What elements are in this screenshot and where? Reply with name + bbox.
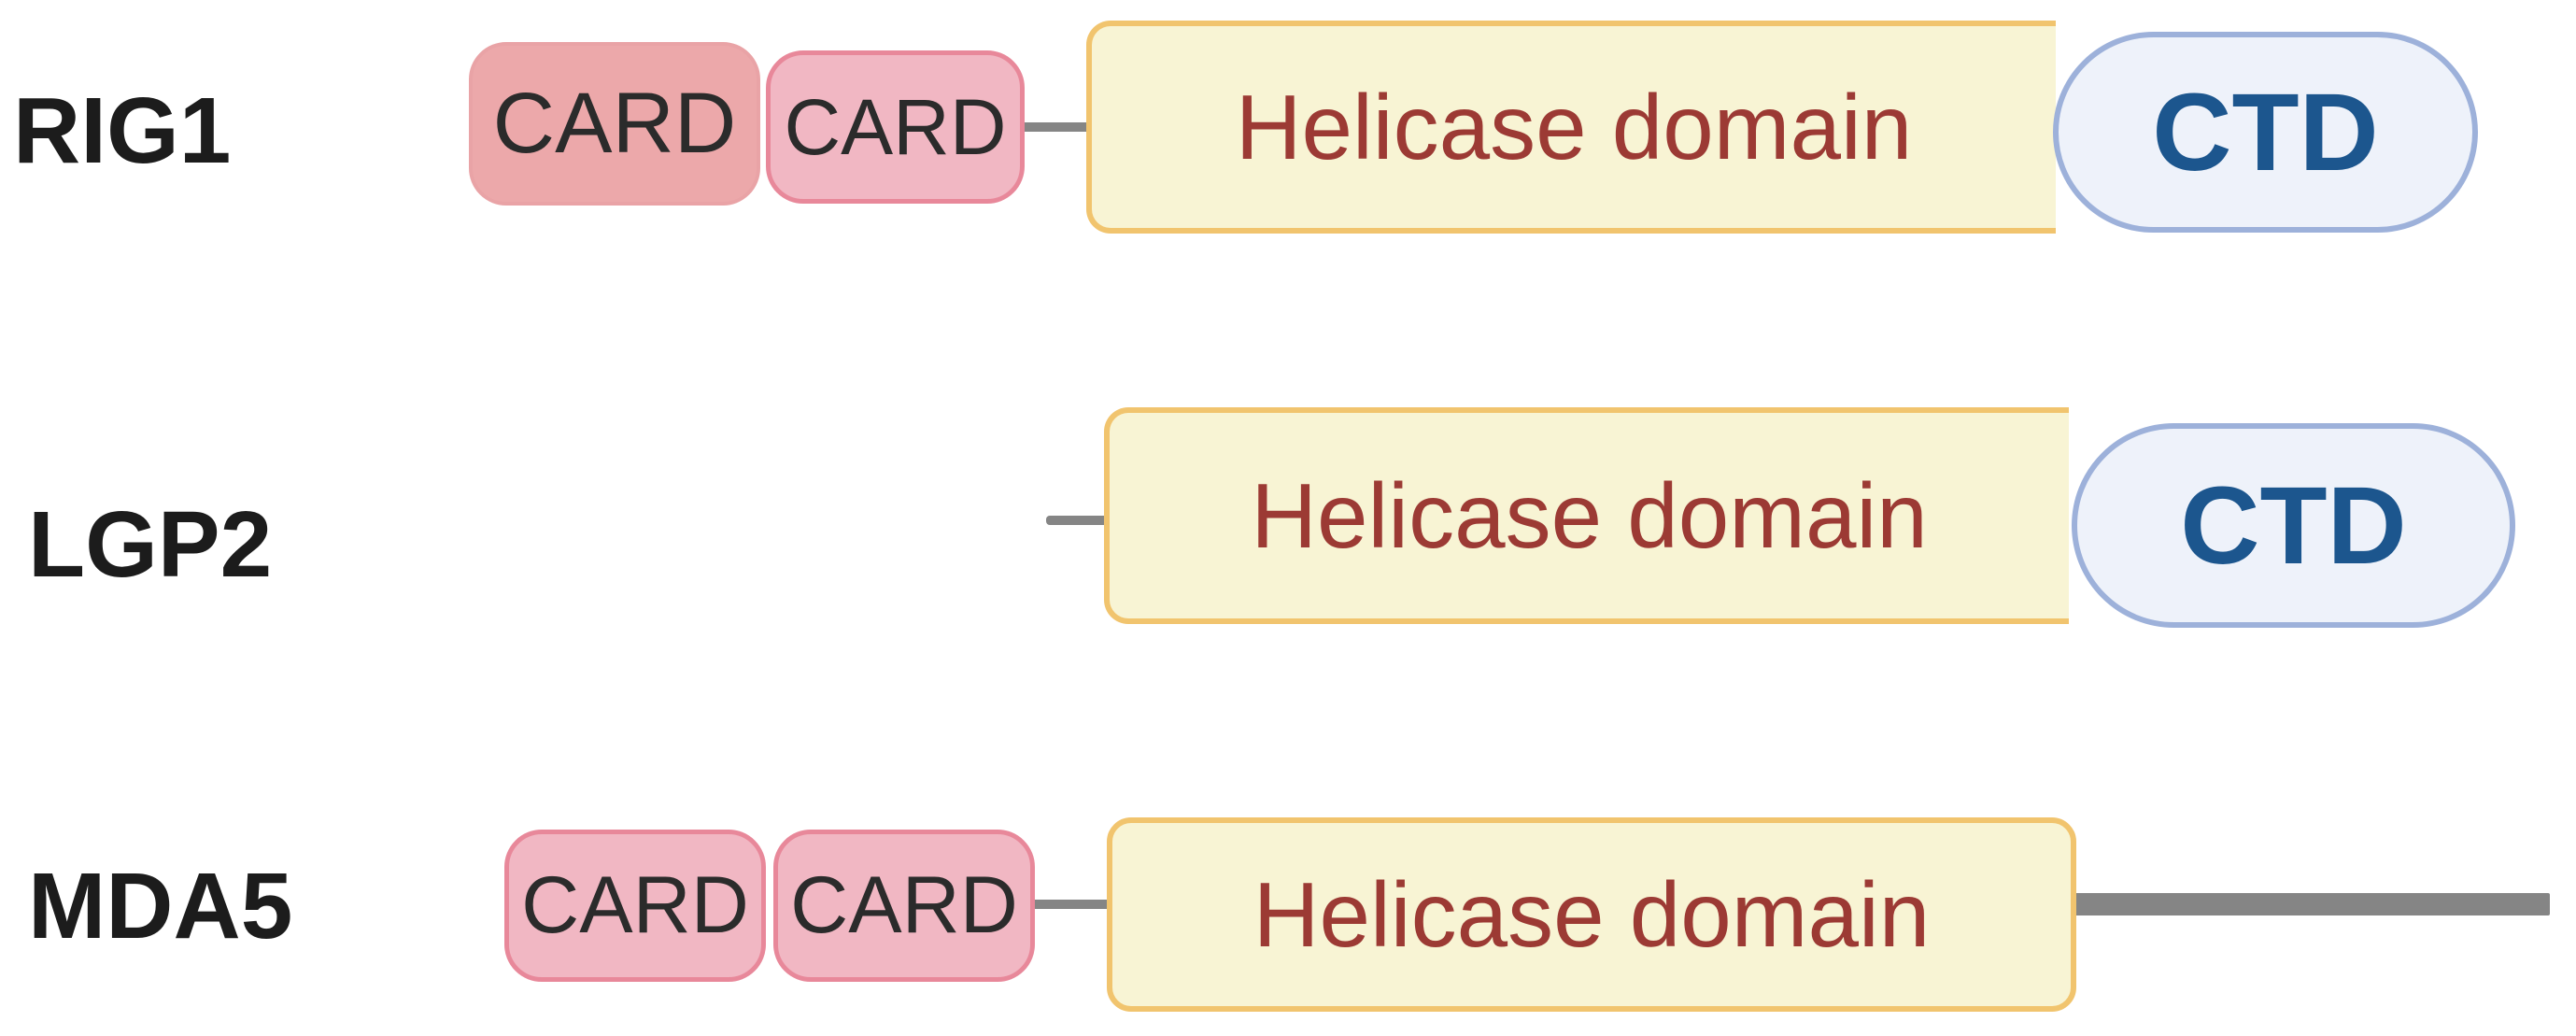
linker-lgp2-nterm	[1046, 516, 1111, 525]
card-domain-mda5-2: CARD	[773, 830, 1035, 982]
card-domain-rig1-2: CARD	[766, 50, 1025, 204]
protein-label-mda5: MDA5	[28, 854, 293, 958]
helicase-domain-lgp2: Helicase domain	[1104, 407, 2069, 624]
ctd-domain-lgp2: CTD	[2072, 423, 2515, 628]
ctd-domain-rig1: CTD	[2053, 32, 2478, 233]
card-domain-rig1-1: CARD	[469, 42, 760, 206]
linker-mda5-cterm	[2064, 893, 2550, 915]
helicase-domain-mda5: Helicase domain	[1107, 817, 2076, 1012]
card-domain-mda5-1: CARD	[504, 830, 766, 982]
linker-rig1-card-helicase	[1018, 122, 1093, 132]
protein-label-rig1: RIG1	[13, 78, 232, 183]
protein-label-lgp2: LGP2	[28, 492, 273, 597]
helicase-domain-rig1: Helicase domain	[1086, 21, 2056, 234]
linker-mda5-card-helicase	[1026, 900, 1111, 909]
